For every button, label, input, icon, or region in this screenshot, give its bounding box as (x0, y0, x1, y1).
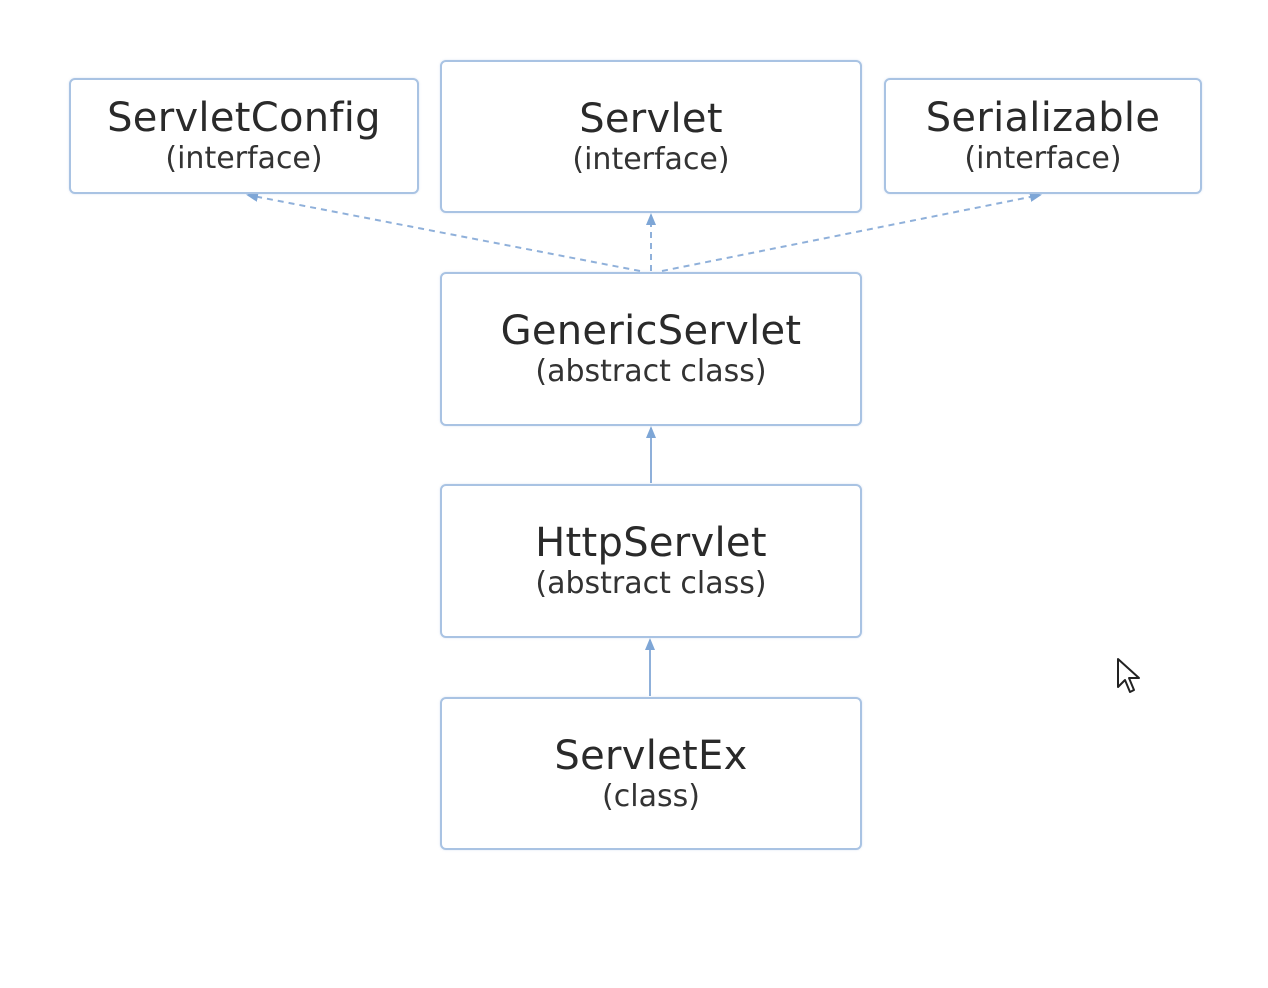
servletex-node: ServletEx (class) (440, 697, 862, 850)
node-name: Serializable (925, 95, 1161, 141)
servlet-node: Servlet (interface) (440, 60, 862, 213)
node-kind: (interface) (964, 141, 1122, 176)
node-kind: (interface) (165, 141, 323, 176)
node-kind: (abstract class) (535, 354, 767, 389)
node-kind: (class) (602, 778, 700, 814)
mouse-pointer-icon (1117, 658, 1140, 693)
node-name: HttpServlet (535, 520, 767, 566)
node-kind: (abstract class) (535, 566, 767, 601)
genericservlet-node: GenericServlet (abstract class) (440, 272, 862, 426)
edge-generic-to-servletconfig (246, 191, 641, 272)
node-name: ServletEx (554, 732, 748, 779)
node-name: GenericServlet (500, 308, 802, 354)
serializable-node: Serializable (interface) (884, 78, 1202, 194)
node-name: ServletConfig (107, 95, 381, 141)
servletconfig-node: ServletConfig (interface) (69, 78, 419, 194)
node-name: Servlet (579, 95, 723, 142)
edge-generic-to-serializable (661, 192, 1042, 272)
node-kind: (interface) (572, 141, 730, 177)
httpservlet-node: HttpServlet (abstract class) (440, 484, 862, 638)
